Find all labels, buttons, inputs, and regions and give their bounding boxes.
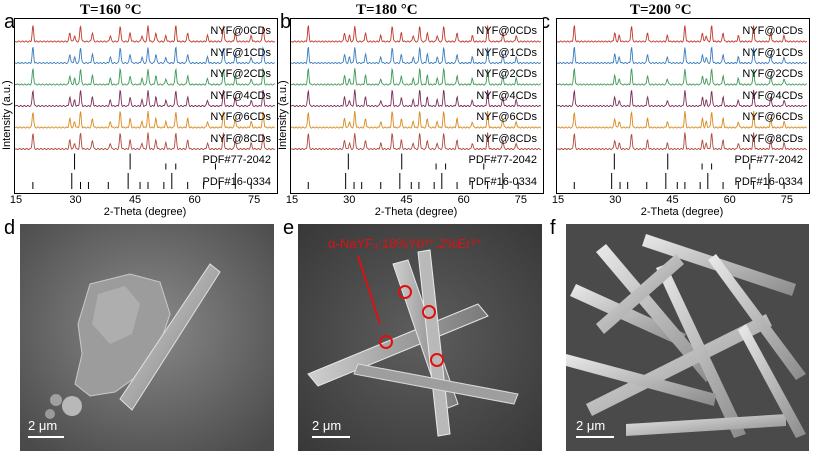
phase-label: α-NaYF₄:18%Yb³⁺,2%Er³⁺ — [328, 236, 482, 251]
scale-bar-f — [576, 436, 614, 438]
scale-label-d: 2 μm — [28, 418, 58, 433]
x-tick-label: 30 — [69, 194, 82, 206]
x-tick-label: 45 — [666, 194, 679, 206]
highlight-circle — [422, 305, 436, 319]
panel-c-title: T=200 °C — [630, 2, 692, 18]
panel-letter-b: b — [280, 11, 292, 33]
scale-label-f: 2 μm — [576, 418, 606, 433]
xrd-plot-area — [557, 25, 808, 189]
reference-label: PDF#16-0334 — [734, 175, 804, 188]
y-axis-title-a: Intensity (a.u.) — [1, 80, 13, 150]
x-tick-label: 60 — [457, 194, 470, 206]
y-axis-title-b: Intensity (a.u.) — [277, 80, 289, 150]
x-tick-label: 60 — [188, 194, 201, 206]
xrd-series-line — [557, 45, 808, 65]
xrd-series-line — [557, 110, 808, 129]
highlight-circle — [430, 353, 444, 367]
sample-label: NYF@1CDs — [742, 46, 803, 59]
panel-letter-a: a — [4, 11, 16, 33]
x-tick-label: 45 — [128, 194, 142, 206]
sample-label: NYF@0CDs — [210, 25, 271, 37]
pointer-arrow — [357, 255, 381, 325]
xrd-series-line — [15, 45, 276, 65]
sample-label: NYF@8CDs — [210, 132, 271, 145]
x-tick-label: 75 — [248, 194, 261, 206]
xrd-series-line — [557, 25, 808, 43]
x-tick-label: 30 — [609, 194, 622, 206]
xrd-plot-area — [291, 25, 542, 189]
sample-label: NYF@2CDs — [210, 68, 271, 80]
xrd-series-line — [557, 89, 808, 108]
x-tick-label: 15 — [9, 194, 23, 206]
highlight-circle — [398, 285, 412, 299]
x-axis-title-a: 2-Theta (degree) — [103, 206, 187, 218]
xrd-series-line — [291, 67, 541, 86]
xrd-series-line — [15, 24, 276, 43]
sample-label: NYF@2CDs — [742, 68, 803, 80]
xrd-series-line — [15, 89, 276, 108]
panel-a-title: T=160 °C — [80, 2, 142, 18]
sample-label: NYF@6CDs — [210, 111, 271, 123]
x-tick-label: 75 — [780, 194, 794, 206]
xrd-series-line — [291, 89, 542, 108]
sem-image-d: 2 μm — [20, 224, 274, 451]
sample-label: NYF@8CDs — [476, 132, 537, 145]
panel-letter-f: f — [550, 217, 556, 239]
sample-label: NYF@4CDs — [210, 89, 271, 102]
x-axis-title-b: 2-Theta (degree) — [374, 206, 458, 218]
x-tick-label: 15 — [551, 194, 565, 206]
sample-label: NYF@2CDs — [476, 68, 537, 80]
panel-letter-c: c — [540, 11, 550, 33]
scale-bar-d — [28, 436, 64, 438]
xrd-series-line — [291, 110, 542, 129]
xrd-plot-area — [15, 24, 276, 189]
sample-label: NYF@8CDs — [742, 132, 803, 145]
sample-label: NYF@4CDs — [742, 89, 803, 102]
x-axis-title-c: 2-Theta (degree) — [640, 206, 724, 218]
reference-label: PDF#16-0334 — [202, 175, 272, 188]
x-tick-label: 75 — [514, 194, 528, 206]
sample-label: NYF@1CDs — [210, 46, 271, 59]
x-tick-label: 30 — [343, 194, 356, 206]
xrd-series-line — [291, 25, 542, 43]
x-tick-label: 15 — [285, 194, 299, 206]
sample-label: NYF@4CDs — [476, 89, 537, 102]
reference-label: PDF#77-2042 — [734, 154, 804, 166]
scale-label-e: 2 μm — [312, 418, 342, 433]
sample-label: NYF@0CDs — [742, 25, 803, 37]
sem-image-f: 2 μm — [566, 224, 809, 451]
sem-image-e: α-NaYF₄:18%Yb³⁺,2%Er³⁺ 2 μm — [298, 224, 542, 451]
xrd-series-line — [15, 111, 276, 129]
panel-letter-e: e — [283, 217, 295, 239]
xrd-series-line — [291, 46, 542, 65]
reference-label: PDF#77-2042 — [468, 154, 538, 166]
sample-label: NYF@0CDs — [476, 25, 537, 37]
xrd-series-line — [557, 67, 807, 86]
x-tick-label: 60 — [723, 194, 736, 206]
xrd-series-line — [15, 67, 275, 86]
x-tick-label: 45 — [400, 194, 413, 206]
sample-label: NYF@6CDs — [742, 111, 803, 123]
reference-label: PDF#77-2042 — [202, 154, 272, 166]
panel-b-title: T=180 °C — [356, 2, 418, 18]
xrd-series-line — [291, 132, 541, 151]
xrd-series-line — [557, 132, 807, 151]
sample-label: NYF@1CDs — [476, 46, 537, 59]
xrd-series-line — [15, 131, 275, 151]
sample-label: NYF@6CDs — [476, 111, 537, 123]
reference-label: PDF#16-0334 — [468, 175, 538, 188]
scale-bar-e — [312, 436, 350, 438]
panel-letter-d: d — [4, 217, 16, 239]
highlight-circle — [379, 335, 393, 349]
